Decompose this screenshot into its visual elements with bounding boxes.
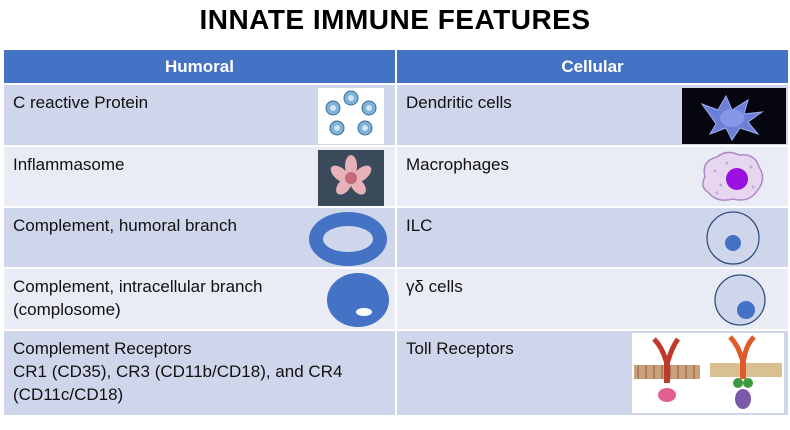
intracellular-cell-icon [327, 273, 389, 327]
humoral-cell: C reactive Protein [2, 83, 397, 147]
table-row: C reactive Protein Dendritic cells [2, 83, 790, 147]
humoral-line1: Complement Receptors [13, 339, 192, 358]
cellular-cell: ILC [395, 206, 790, 269]
humoral-cell: Complement, intracellular branch (complo… [2, 267, 397, 331]
dendritic-cell-image [682, 88, 786, 144]
cellular-label: γδ cells [406, 277, 463, 296]
humoral-cell: Inflammasome [2, 145, 397, 208]
cellular-cell: Dendritic cells [395, 83, 790, 147]
humoral-label: Complement Receptors CR1 (CD35), CR3 (CD… [13, 337, 342, 406]
humoral-cell: Complement, humoral branch [2, 206, 397, 269]
table-row: Inflammasome Macrophages [2, 145, 790, 208]
inflammasome-image [318, 150, 384, 206]
table-header-row: Humoral Cellular [2, 48, 790, 85]
humoral-header: Humoral [2, 48, 397, 85]
toll-receptor-diagrams [632, 333, 784, 413]
gamma-delta-cell-icon [714, 274, 766, 326]
features-table: Humoral Cellular C reactive Protein Dend… [2, 48, 790, 417]
crp-structure-image [318, 88, 384, 144]
humoral-line3: (CD11c/CD18) [13, 385, 124, 404]
cellular-cell: Toll Receptors [395, 329, 790, 417]
cellular-label: Toll Receptors [406, 339, 514, 358]
cellular-label: Dendritic cells [406, 93, 512, 112]
humoral-line1: Complement, intracellular branch [13, 277, 263, 296]
cellular-header: Cellular [395, 48, 790, 85]
ring-shape-icon [309, 212, 387, 266]
humoral-label: Complement, humoral branch [13, 216, 237, 235]
humoral-label: C reactive Protein [13, 93, 149, 112]
ilc-cell-icon [706, 211, 760, 265]
macrophage-diagram [702, 151, 764, 201]
table-row: Complement Receptors CR1 (CD35), CR3 (CD… [2, 329, 790, 417]
humoral-line2: CR1 (CD35), CR3 (CD11b/CD18), and CR4 [13, 362, 343, 381]
cellular-label: ILC [406, 216, 433, 235]
page-title: INNATE IMMUNE FEATURES [199, 4, 591, 35]
humoral-line2: (complosome) [13, 300, 121, 319]
humoral-label: Inflammasome [13, 155, 125, 174]
table-row: Complement, humoral branch ILC [2, 206, 790, 269]
humoral-label: Complement, intracellular branch (complo… [13, 275, 262, 321]
humoral-cell: Complement Receptors CR1 (CD35), CR3 (CD… [2, 329, 397, 417]
cellular-cell: Macrophages [395, 145, 790, 208]
cellular-label: Macrophages [406, 155, 510, 174]
cellular-cell: γδ cells [395, 267, 790, 331]
table-row: Complement, intracellular branch (complo… [2, 267, 790, 331]
